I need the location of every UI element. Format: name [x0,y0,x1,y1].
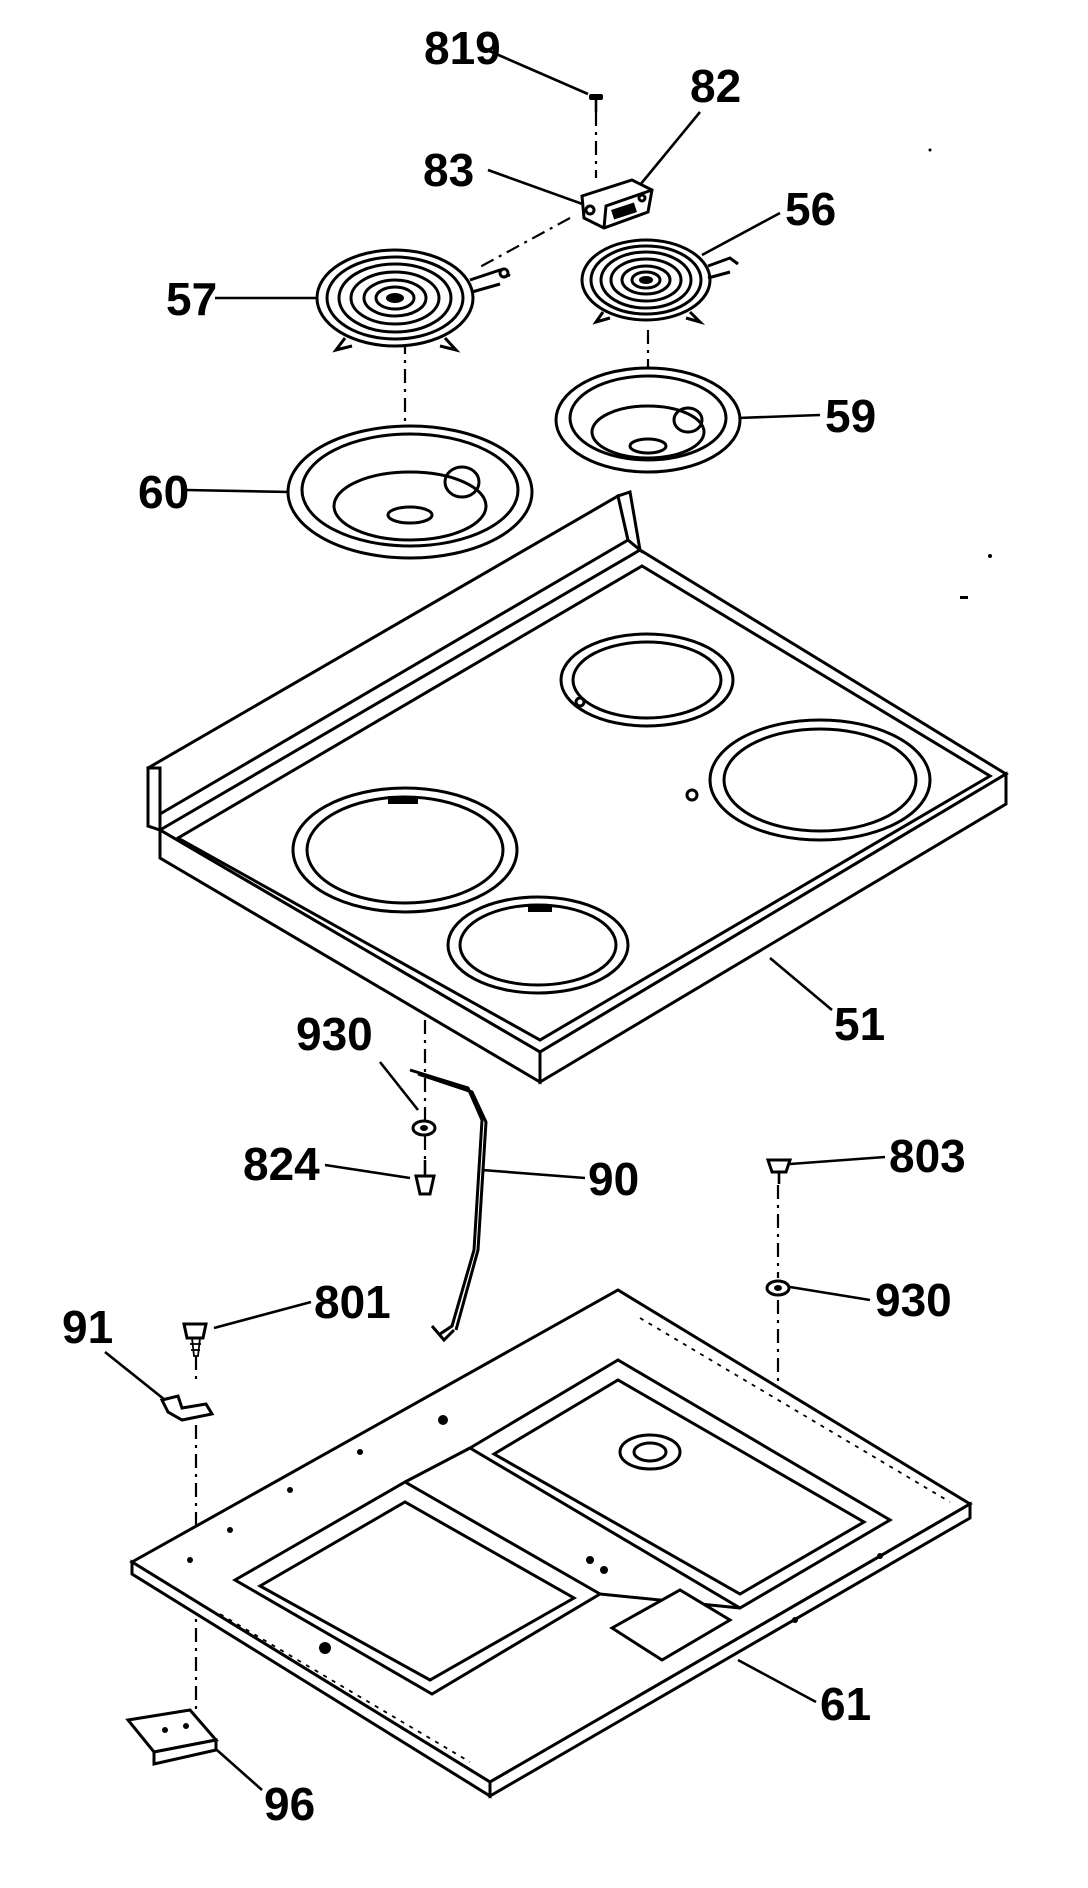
callout-91: 91 [62,1301,113,1353]
callout-82: 82 [690,60,741,112]
screw-801 [182,1322,208,1357]
callout-90: 90 [588,1153,639,1205]
cooktop-51 [146,490,1009,1085]
callout-59: 59 [825,390,876,442]
callout-824: 824 [243,1138,320,1190]
drip-pan-60 [286,424,534,560]
callout-83: 83 [423,144,474,196]
bottom-pan-61 [129,1288,973,1799]
callout-819: 819 [424,22,501,74]
surface-element-56 [580,238,739,326]
screw-803 [765,1158,793,1184]
callout-51: 51 [834,998,885,1050]
callout-930-lower: 930 [875,1274,952,1326]
callout-labels: 819 82 83 56 57 59 60 51 930 824 90 803 … [62,22,966,1830]
rod-90 [409,1068,488,1343]
switch-82 [580,178,654,230]
callout-61: 61 [820,1678,871,1730]
callout-801: 801 [314,1276,391,1328]
washer-930-lower [765,1279,791,1297]
washer-930-upper [411,1119,437,1137]
leader-lines [104,48,886,1791]
callout-57: 57 [166,273,217,325]
drip-pan-59 [554,366,742,474]
callout-930-upper: 930 [296,1008,373,1060]
callout-803: 803 [889,1130,966,1182]
screw-819 [589,94,603,112]
callout-96: 96 [264,1778,315,1830]
bracket-96 [125,1708,219,1766]
surface-element-57 [315,248,511,353]
callout-60: 60 [138,466,189,518]
callout-56: 56 [785,183,836,235]
screw-824 [414,1160,436,1196]
clip-91 [159,1394,215,1422]
